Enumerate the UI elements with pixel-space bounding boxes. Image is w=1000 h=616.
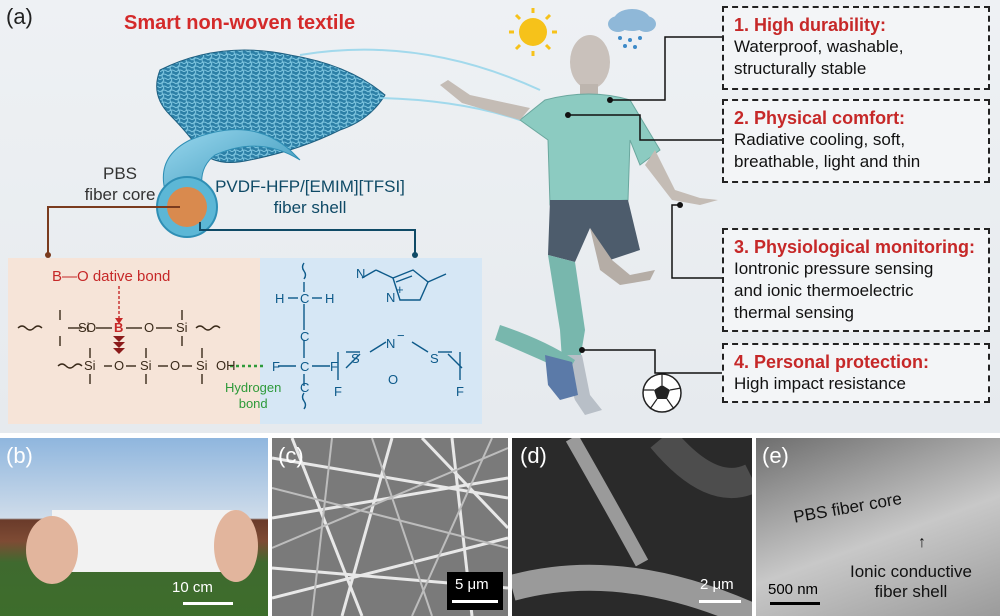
scale-label: 2 μm <box>700 576 734 593</box>
scale-background <box>447 572 503 610</box>
hbond-label: Hydrogen bond <box>225 380 281 412</box>
hbond-line2: bond <box>238 396 268 411</box>
textile-illustration <box>45 8 722 415</box>
panel-d-letter: (d) <box>520 443 547 468</box>
arrow-up-icon: ↑ <box>918 534 926 551</box>
scale-label: 5 μm <box>455 576 489 593</box>
feature-line: breathable, light and thin <box>734 152 921 171</box>
scale-label: 10 cm <box>172 579 213 596</box>
atom-f: F <box>330 359 338 374</box>
shell-label-line2: fiber shell <box>273 198 347 217</box>
textile-title: Smart non-woven textile <box>124 12 356 34</box>
feature-line: Radiative cooling, soft, <box>734 130 906 149</box>
atom-o: O <box>144 320 155 335</box>
charge-plus: + <box>396 282 404 297</box>
atom-c: C <box>300 329 310 344</box>
atom-si: Si <box>78 320 90 335</box>
bond-label: B—O dative bond <box>52 268 171 285</box>
panel-e-letter: (e) <box>762 443 789 468</box>
core-label-line1: PBS <box>102 164 138 183</box>
panel-a-letter: (a) <box>6 4 33 29</box>
feature-title: 1. High durability: <box>734 15 887 35</box>
atom-h: H <box>325 291 335 306</box>
atom-n: N <box>356 266 366 281</box>
atom-oh: OH <box>216 358 236 373</box>
shell-label: PVDF-HFP/[EMIM][TFSI] fiber shell <box>200 176 420 218</box>
shell-annotation-line1: Ionic conductive <box>850 562 972 581</box>
feature-title: 4. Personal protection: <box>734 352 930 372</box>
feature-line: Waterproof, washable, <box>734 37 904 56</box>
atom-c: C <box>300 291 310 306</box>
feature-box-durability: 1. High durability: Waterproof, washable… <box>722 6 990 90</box>
core-label: PBS fiber core <box>80 163 160 205</box>
atom-b: B <box>114 320 124 335</box>
chem-structure-shell <box>260 258 482 424</box>
soccer-ball-icon <box>642 373 682 413</box>
feature-line: Iontronic pressure sensing <box>734 259 934 278</box>
shell-annotation-line2: fiber shell <box>874 582 948 601</box>
atom-s: S <box>351 351 360 366</box>
textile-photo <box>26 510 258 584</box>
atom-f: F <box>334 384 342 399</box>
atom-c: C <box>300 359 310 374</box>
chem-bonds <box>17 262 463 410</box>
scale-bar <box>770 602 820 605</box>
shell-annotation: Ionic conductive fiber shell <box>850 562 972 602</box>
scale-bar <box>452 600 498 603</box>
atom-si: Si <box>196 358 208 373</box>
atom-s: S <box>430 351 439 366</box>
atom-si: Si <box>176 320 188 335</box>
shell-label-line1: PVDF-HFP/[EMIM][TFSI] <box>215 177 405 196</box>
atom-f: F <box>456 384 464 399</box>
atom-n-plus: N <box>386 290 396 305</box>
panel-c-letter: (c) <box>278 443 304 468</box>
panel-d-photo <box>512 438 752 616</box>
scale-bar <box>699 600 741 603</box>
feature-line: and ionic thermoelectric <box>734 281 914 300</box>
atom-n-minus: N <box>386 336 396 351</box>
feature-box-comfort: 2. Physical comfort: Radiative cooling, … <box>722 99 990 183</box>
feature-title: 3. Physiological monitoring: <box>734 237 976 257</box>
atom-o: O <box>86 320 97 335</box>
chem-structure-core <box>8 258 260 424</box>
hbond-line1: Hydrogen <box>225 380 282 395</box>
charge-minus: − <box>397 328 405 343</box>
feature-line: structurally stable <box>734 59 867 78</box>
panel-e-photo <box>756 438 1000 616</box>
sun-icon <box>509 8 557 56</box>
scale-bar <box>183 602 233 605</box>
rain-cloud-icon <box>608 9 656 49</box>
scale-label: 500 nm <box>768 581 819 598</box>
atom-o: O <box>114 358 125 373</box>
feature-line: thermal sensing <box>734 303 855 322</box>
atom-c: C <box>300 380 310 395</box>
atom-si: Si <box>140 358 152 373</box>
panel-b-photo <box>0 438 268 616</box>
feature-title: 2. Physical comfort: <box>734 108 906 128</box>
feature-box-protection: 4. Personal protection: High impact resi… <box>722 343 990 403</box>
atom-f: F <box>272 359 280 374</box>
athlete-figure <box>440 35 718 415</box>
feature-box-monitoring: 3. Physiological monitoring: Iontronic p… <box>722 228 990 332</box>
atom-o: O <box>388 372 399 387</box>
sem-fibers <box>272 438 508 616</box>
core-label-line2: fiber core <box>84 185 156 204</box>
atom-h: H <box>275 291 285 306</box>
atom-si: Si <box>84 358 96 373</box>
atom-o: O <box>170 358 181 373</box>
panel-b-letter: (b) <box>6 443 33 468</box>
feature-line: High impact resistance <box>734 374 906 393</box>
